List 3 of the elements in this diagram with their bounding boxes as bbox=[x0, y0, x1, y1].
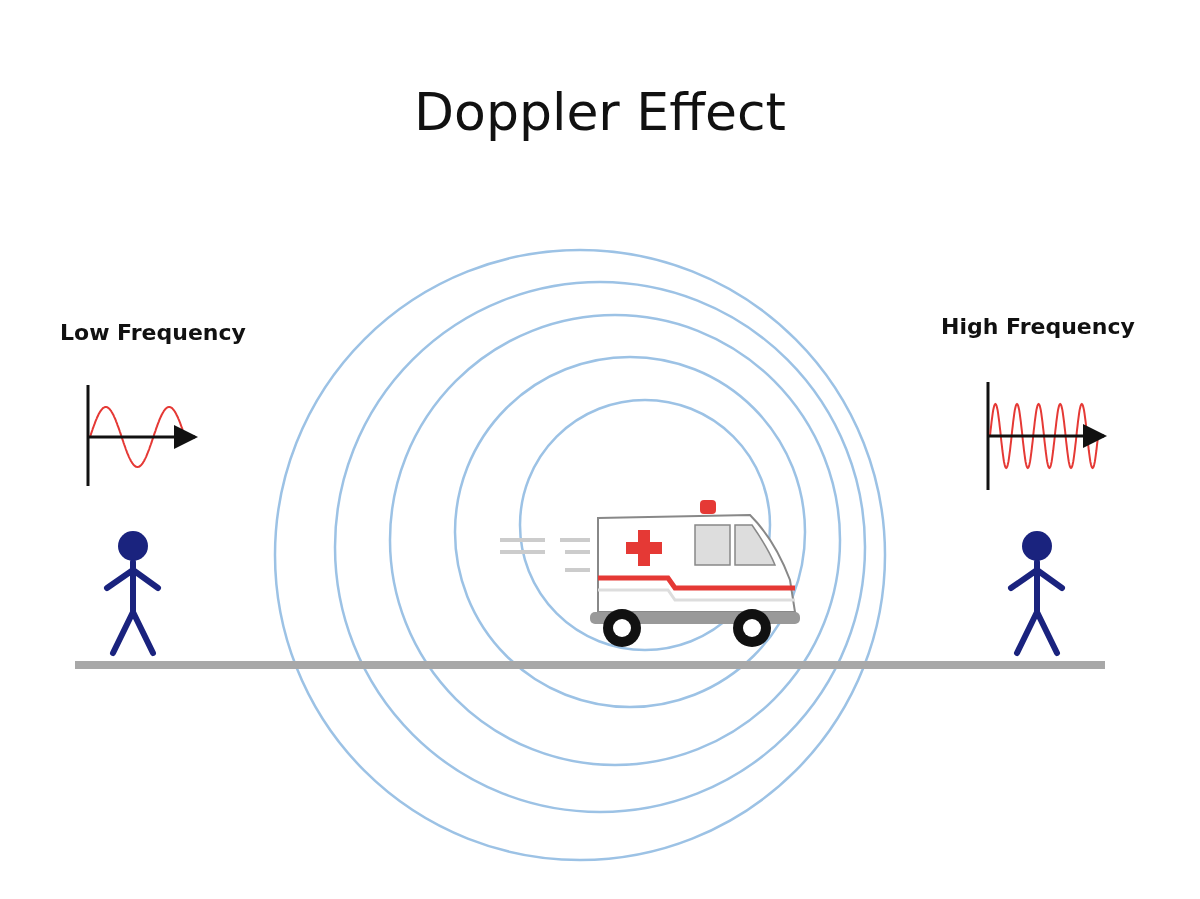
frequency-label: High Frequency bbox=[941, 314, 1135, 339]
frequency-label: Low Frequency bbox=[60, 320, 246, 345]
title: Doppler Effect bbox=[413, 82, 787, 142]
